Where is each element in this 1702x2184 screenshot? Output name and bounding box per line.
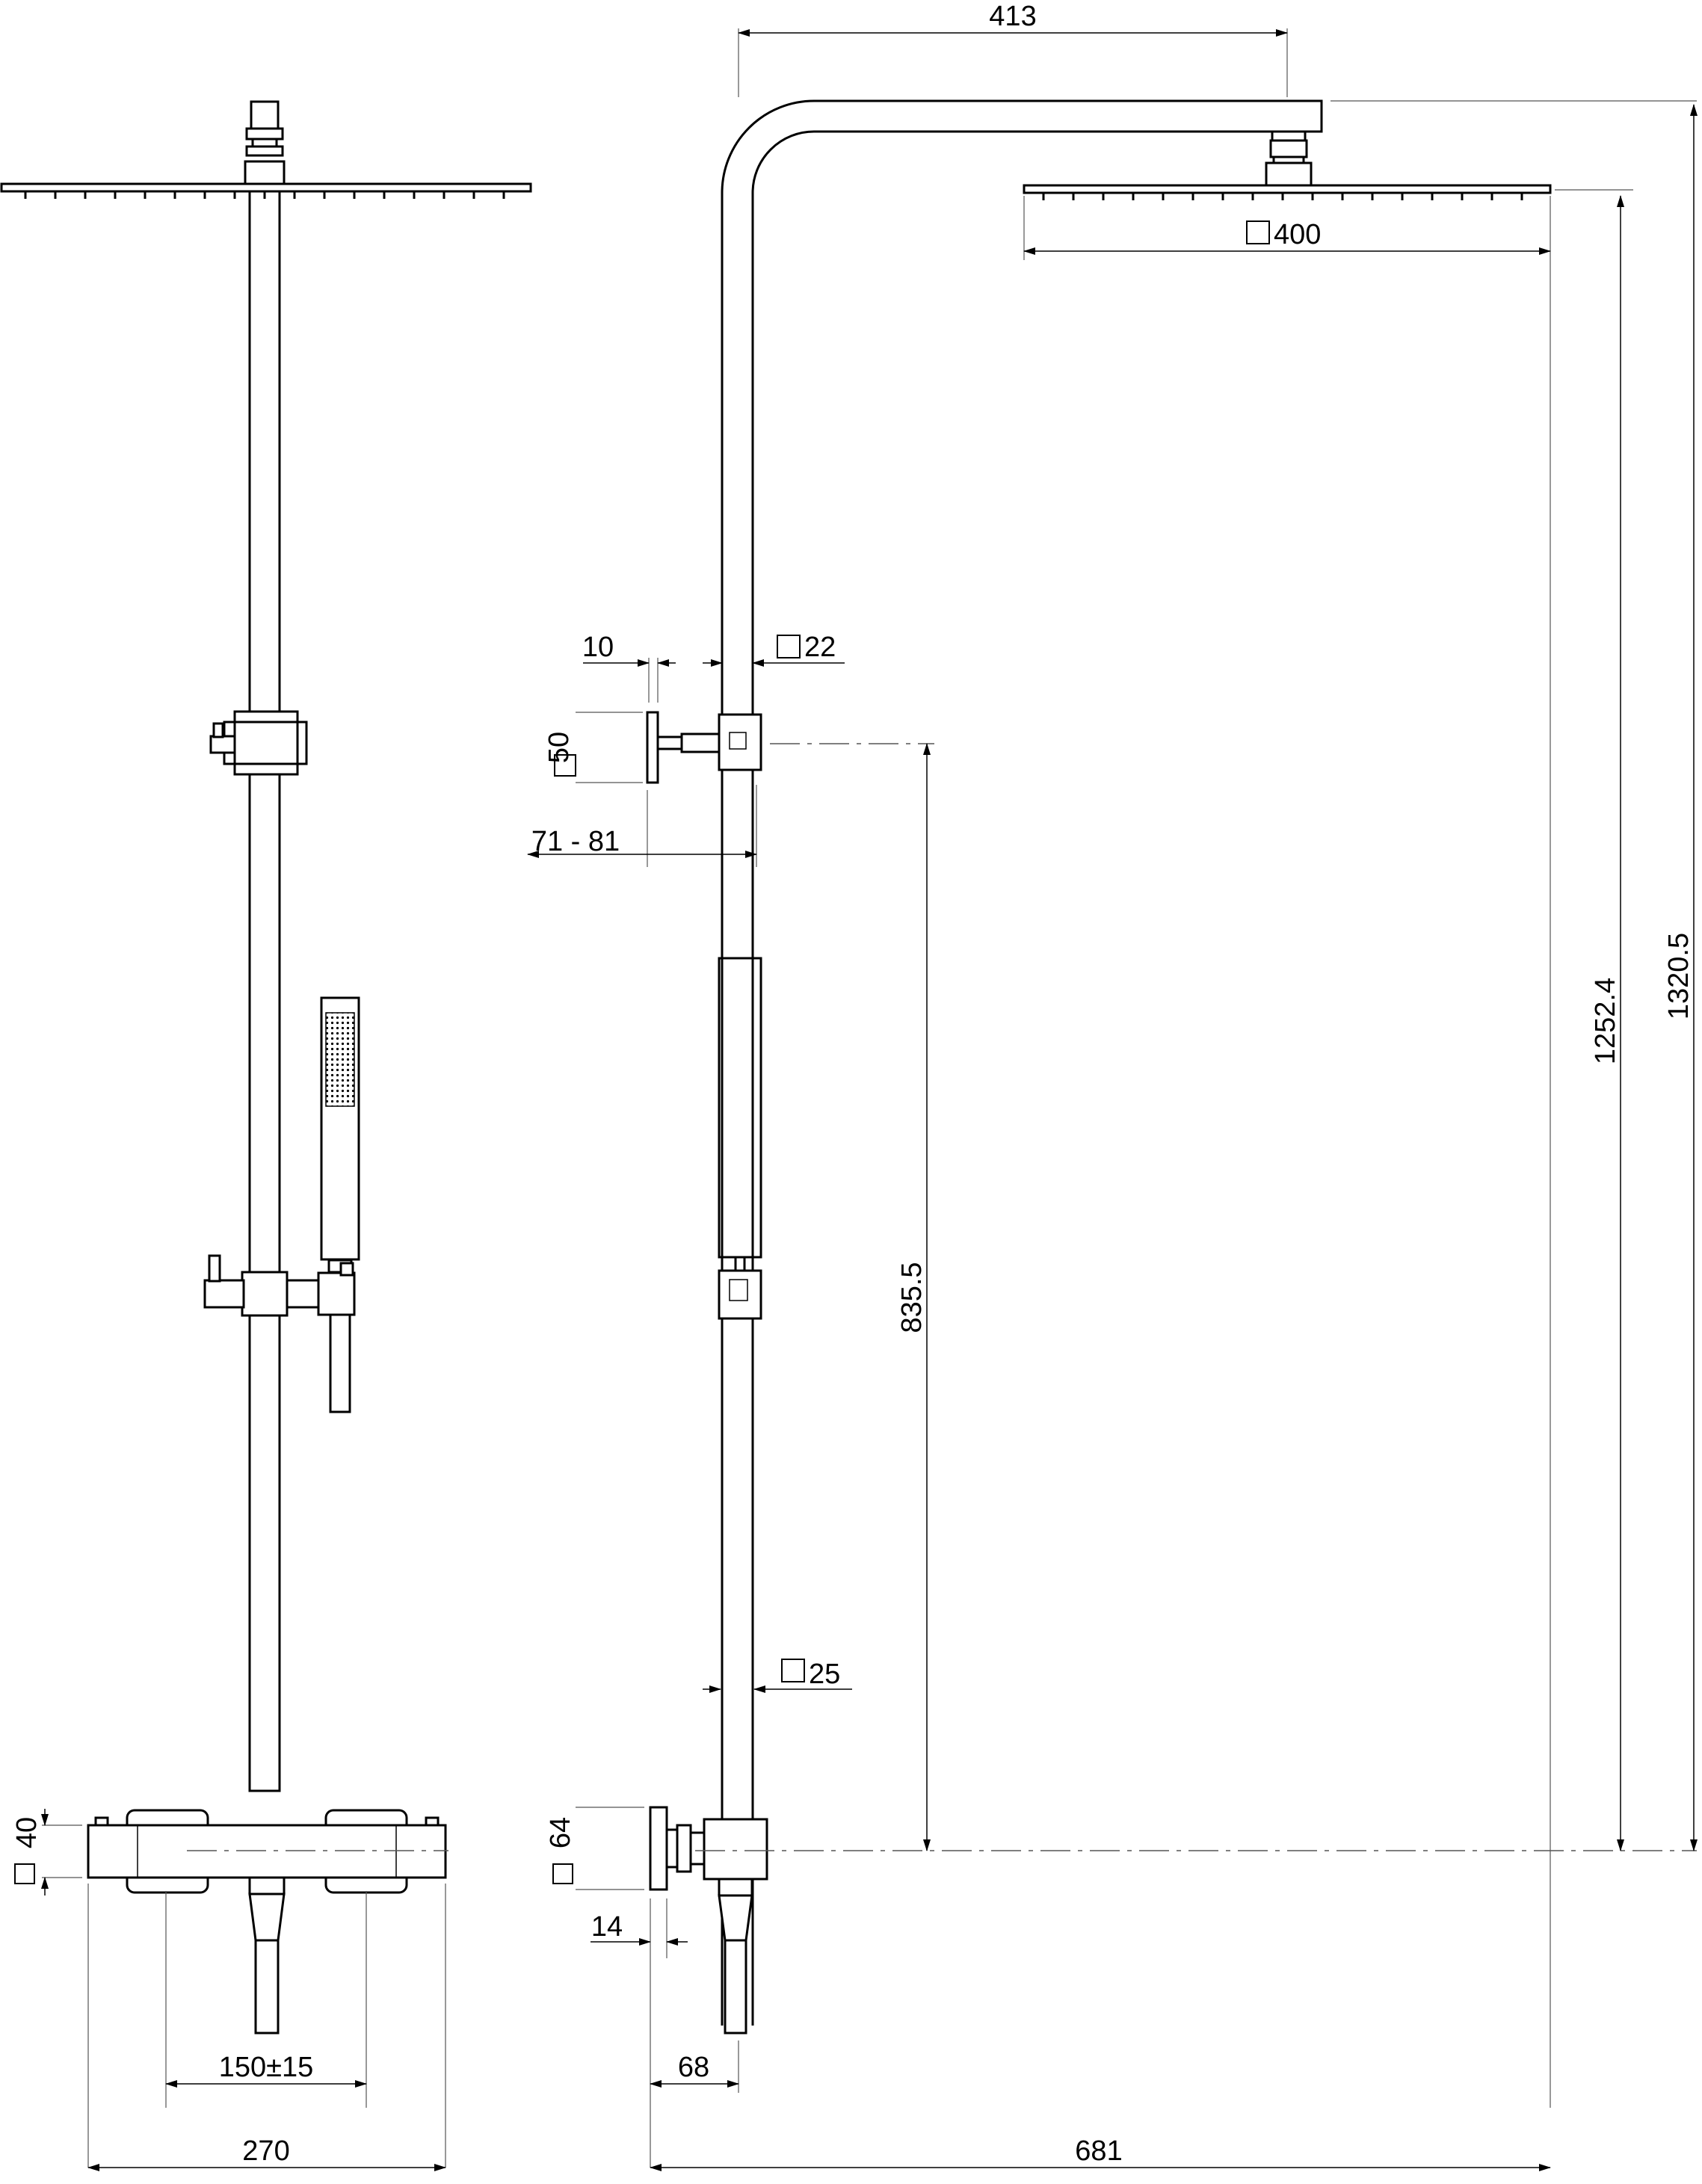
- front-riser-pipe: [248, 190, 281, 1792]
- dim-inlet-spacing: 150±15: [219, 2052, 314, 2083]
- dim-body-size: 40: [11, 1817, 43, 1848]
- dimension-labels: 413 400 22 10 50 71 - 81 835.5 1252.4 13…: [11, 1, 1695, 2167]
- front-mixer-body: [87, 1824, 447, 1879]
- dimension-lines: [41, 29, 1698, 2171]
- dim-arm-length: 413: [989, 1, 1036, 32]
- dim-wall-offset: 68: [678, 2052, 709, 2083]
- side-escutcheon: [649, 1806, 668, 1891]
- dim-pipe-top: 22: [804, 632, 836, 663]
- dim-total-depth: 681: [1075, 2135, 1122, 2167]
- side-mixer-body: [703, 1818, 768, 1881]
- side-slider: [718, 1269, 762, 1320]
- dim-body-width: 270: [242, 2135, 289, 2167]
- side-shower-head: [1023, 184, 1552, 194]
- dim-bracket-plate: 50: [543, 732, 575, 763]
- front-slider: [241, 1271, 289, 1317]
- dim-head-size: 400: [1274, 219, 1321, 250]
- dim-height-head-face: 1252.4: [1590, 978, 1621, 1064]
- side-bracket: [718, 713, 762, 771]
- dim-height-slider: 835.5: [896, 1262, 928, 1333]
- dim-escutcheon: 64: [545, 1817, 576, 1848]
- dim-escutcheon-thickness: 14: [591, 1911, 623, 1943]
- front-view: [0, 100, 532, 2035]
- dim-bracket-depth: 71 - 81: [531, 826, 620, 857]
- dim-bracket-gap: 10: [582, 632, 614, 663]
- dim-height-arm-top: 1320.5: [1663, 933, 1695, 1019]
- dim-pipe-bottom: 25: [809, 1659, 840, 1690]
- square-symbols: [14, 220, 1270, 1884]
- side-view: [646, 99, 1552, 2035]
- side-riser-arm: [721, 99, 1323, 2026]
